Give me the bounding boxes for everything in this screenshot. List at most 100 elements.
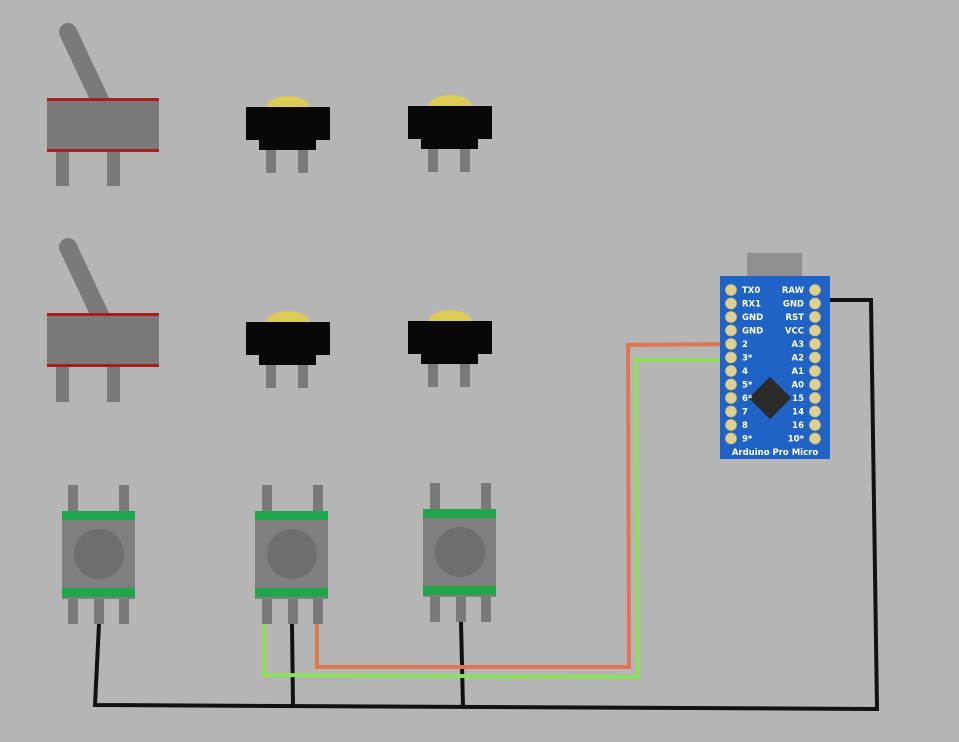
tactile-leg — [94, 596, 104, 624]
tactile-cap — [267, 529, 317, 579]
led-button-4[interactable] — [408, 310, 492, 387]
wires — [92, 298, 880, 712]
led-button-1[interactable] — [246, 96, 330, 173]
led-button-leg — [266, 363, 276, 388]
pin-pad-a2[interactable] — [809, 351, 821, 364]
pin-pad-rst[interactable] — [809, 311, 821, 323]
pin-pad-a1[interactable] — [809, 365, 821, 377]
pin-pad-10[interactable] — [809, 432, 821, 445]
pin-label-gnd: GND — [742, 313, 763, 323]
tactile-cap — [74, 529, 124, 579]
tactile-button-3[interactable] — [423, 483, 496, 622]
pin-pad-a3[interactable] — [809, 338, 821, 350]
tactile-button-1[interactable] — [62, 485, 135, 624]
tactile-leg — [288, 596, 298, 624]
pin-pad-4[interactable] — [725, 365, 737, 377]
pin-label-gnd: GND — [742, 327, 763, 337]
led-button-2[interactable] — [408, 95, 492, 172]
pin-pad-gnd[interactable] — [725, 324, 737, 337]
pin-label-rx1: RX1 — [742, 300, 761, 310]
toggle-switch-2[interactable] — [47, 238, 159, 402]
tactile-leg — [430, 594, 440, 622]
pin-label-vcc: VCC — [785, 327, 804, 337]
tactile-leg — [456, 594, 466, 622]
pin-pad-raw[interactable] — [809, 284, 821, 296]
toggle-leg — [107, 364, 120, 402]
toggle-body — [47, 99, 159, 151]
toggle-leg — [56, 150, 69, 186]
tactile-button-2[interactable] — [255, 485, 328, 624]
tactile-cap — [435, 527, 485, 577]
pin-label-14: 14 — [792, 408, 804, 418]
pin-pad-vcc[interactable] — [809, 324, 821, 337]
tactile-leg — [68, 485, 78, 512]
pin-label-16: 16 — [792, 421, 804, 431]
pin-label-a1: A1 — [792, 367, 805, 377]
pin-label-a0: A0 — [792, 381, 805, 391]
led-button-3[interactable] — [246, 311, 330, 388]
tactile-leg — [481, 594, 491, 622]
pin-label-gnd: GND — [783, 300, 804, 310]
pin-label-10: 10* — [788, 435, 805, 445]
pin-label-15: 15 — [792, 394, 804, 404]
toggle-trim — [47, 98, 159, 101]
led-button-body — [408, 321, 492, 354]
led-button-base — [421, 352, 478, 364]
wire-black-gnd[interactable] — [92, 298, 880, 712]
board-label: Arduino Pro Micro — [732, 448, 818, 458]
toggle-lever — [59, 238, 109, 324]
tactile-band — [423, 509, 496, 518]
led-button-base — [421, 137, 478, 149]
pin-pad-6[interactable] — [725, 392, 737, 404]
pin-pad-16[interactable] — [809, 419, 821, 431]
led-button-leg — [460, 147, 470, 172]
wire-black-button3[interactable] — [459, 621, 465, 708]
pin-pad-2[interactable] — [725, 338, 737, 350]
led-button-base — [259, 138, 316, 150]
pin-pad-gnd[interactable] — [809, 297, 821, 310]
led-button-leg — [266, 148, 276, 173]
wire-black-button2[interactable] — [290, 623, 295, 706]
pin-label-raw: RAW — [782, 286, 805, 296]
pin-label-5: 5* — [742, 381, 753, 391]
led-button-leg — [428, 362, 438, 387]
tactile-band — [62, 588, 135, 597]
toggle-switch-1[interactable] — [47, 23, 159, 186]
led-button-body — [408, 106, 492, 139]
led-button-body — [246, 322, 330, 355]
toggle-trim — [47, 149, 159, 152]
tactile-leg — [68, 596, 78, 624]
toggle-trim — [47, 364, 159, 367]
wire-orange-pin2[interactable] — [315, 342, 731, 669]
tactile-leg — [262, 596, 272, 624]
tactile-band — [62, 511, 135, 520]
pin-pad-3[interactable] — [725, 351, 737, 364]
pin-pad-5[interactable] — [725, 378, 737, 391]
pin-label-9: 9* — [742, 435, 753, 445]
pin-pad-rx1[interactable] — [725, 297, 737, 310]
toggle-lever — [59, 23, 109, 109]
pin-pad-a0[interactable] — [809, 378, 821, 391]
led-button-leg — [460, 362, 470, 387]
pin-label-7: 7 — [742, 408, 748, 418]
pin-pad-gnd[interactable] — [725, 311, 737, 323]
pin-pad-tx0[interactable] — [725, 284, 737, 296]
tactile-leg — [262, 485, 272, 512]
tactile-leg — [313, 485, 323, 512]
tactile-leg — [430, 483, 440, 510]
pin-pad-15[interactable] — [809, 392, 821, 404]
pin-label-a3: A3 — [792, 340, 805, 350]
pin-pad-9[interactable] — [725, 432, 737, 445]
pin-label-rst: RST — [786, 313, 805, 323]
tactile-leg — [313, 596, 323, 624]
tactile-leg — [119, 596, 129, 624]
pin-pad-14[interactable] — [809, 405, 821, 418]
pin-pad-8[interactable] — [725, 419, 737, 431]
tactile-band — [255, 588, 328, 597]
wire-green-pin3[interactable] — [262, 358, 730, 680]
pin-pad-7[interactable] — [725, 405, 737, 418]
led-button-base — [259, 353, 316, 365]
